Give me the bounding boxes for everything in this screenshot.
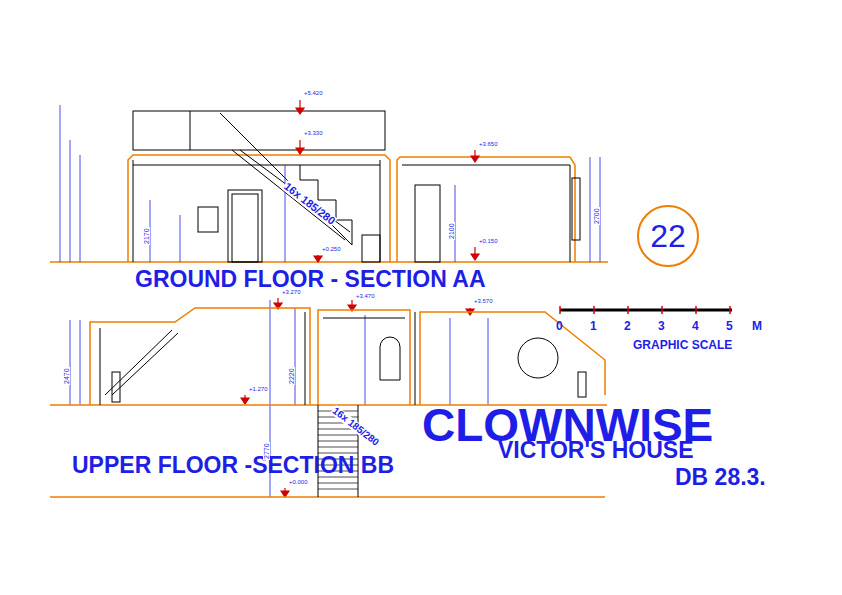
scale-number: 3 [658,320,665,332]
scale-number: 0 [556,320,563,332]
level-mark: +5.420 [303,90,324,96]
project-name: VICTOR'S HOUSE [498,439,693,462]
scale-number: 4 [692,320,699,332]
scale-label: GRAPHIC SCALE [633,339,732,351]
scale-number: 5 [726,320,733,332]
scale-number: 1 [590,320,597,332]
dimension: 2770 [263,442,270,460]
level-mark: +3.650 [478,141,499,147]
level-mark: +0.150 [478,238,499,244]
stair-label: 16x 185/280 [330,405,382,448]
scale-number: 2 [624,320,631,332]
level-mark: +1.270 [248,386,269,392]
level-mark: +0.000 [288,479,309,485]
dimension: 2100 [448,222,455,240]
section-title: GROUND FLOOR - SECTION AA [135,268,486,291]
stair-label: 16x 185/280 [281,180,338,228]
graphic-scale [560,306,732,314]
scale-unit: M [752,320,762,332]
drawing-number: DB 28.3. [675,466,766,489]
ground-building [133,111,580,262]
dimension: 2470 [63,367,70,385]
sheet-number-circle: 22 [636,204,700,268]
dimension: 2220 [288,367,295,385]
ground-outline [50,155,608,262]
sheet-number: 22 [636,204,700,268]
level-mark: +3.330 [303,130,324,136]
level-mark: +3.470 [355,293,376,299]
dimension: 2700 [593,207,600,225]
section-title: UPPER FLOOR -SECTION BB [72,454,394,477]
level-mark: +3.270 [281,289,302,295]
level-mark: +3.570 [473,298,494,304]
dimension: 2170 [143,227,150,245]
level-mark: +0.250 [321,246,342,252]
